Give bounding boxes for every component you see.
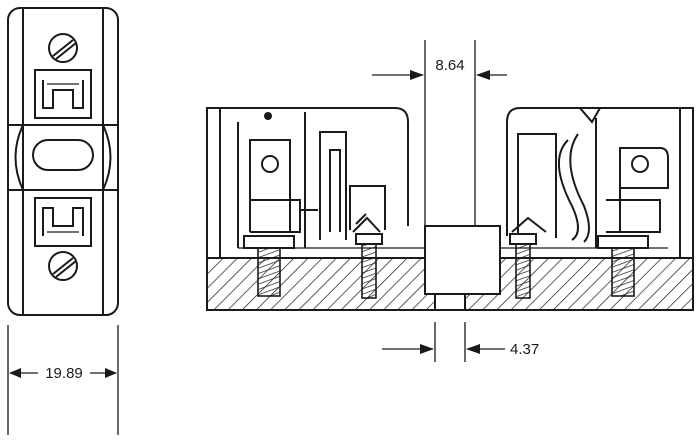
top-view: 19.89 — [7, 7, 119, 435]
top-view-outline — [7, 7, 119, 316]
bottom-width-label: 4.37 — [510, 341, 539, 358]
left-inner-washer — [355, 233, 383, 245]
left-terminal-icon — [249, 139, 318, 233]
bottom-screw-icon — [48, 251, 78, 281]
right-inner-screw-icon — [515, 235, 531, 299]
top-screw-icon — [48, 33, 78, 63]
top-clip-icon — [34, 69, 92, 119]
right-housing — [506, 107, 694, 258]
bottom-clip-icon — [34, 197, 92, 247]
left-inner-screw-icon — [361, 235, 377, 299]
section-view: 8.64 4.37 — [206, 40, 694, 362]
indicator-dot — [264, 112, 272, 120]
fuse-slot-icon — [8, 124, 118, 191]
center-bore — [424, 225, 501, 295]
left-outer-washer — [243, 235, 295, 249]
left-contact-spring-icon — [304, 112, 386, 248]
left-outer-screw-icon — [257, 243, 281, 297]
bottom-width-dimension — [382, 322, 505, 362]
top-width-label: 8.64 — [435, 57, 464, 74]
left-housing — [206, 107, 409, 258]
right-inner-washer — [509, 233, 537, 245]
center-bore-neck — [434, 293, 466, 311]
side-width-dimension — [7, 325, 119, 435]
side-width-label: 19.89 — [45, 365, 83, 382]
top-width-dimension — [372, 40, 507, 226]
right-contact-spring-icon — [511, 133, 590, 243]
right-terminal-icon — [606, 147, 669, 233]
right-outer-screw-icon — [611, 243, 635, 297]
right-outer-washer — [597, 235, 649, 249]
